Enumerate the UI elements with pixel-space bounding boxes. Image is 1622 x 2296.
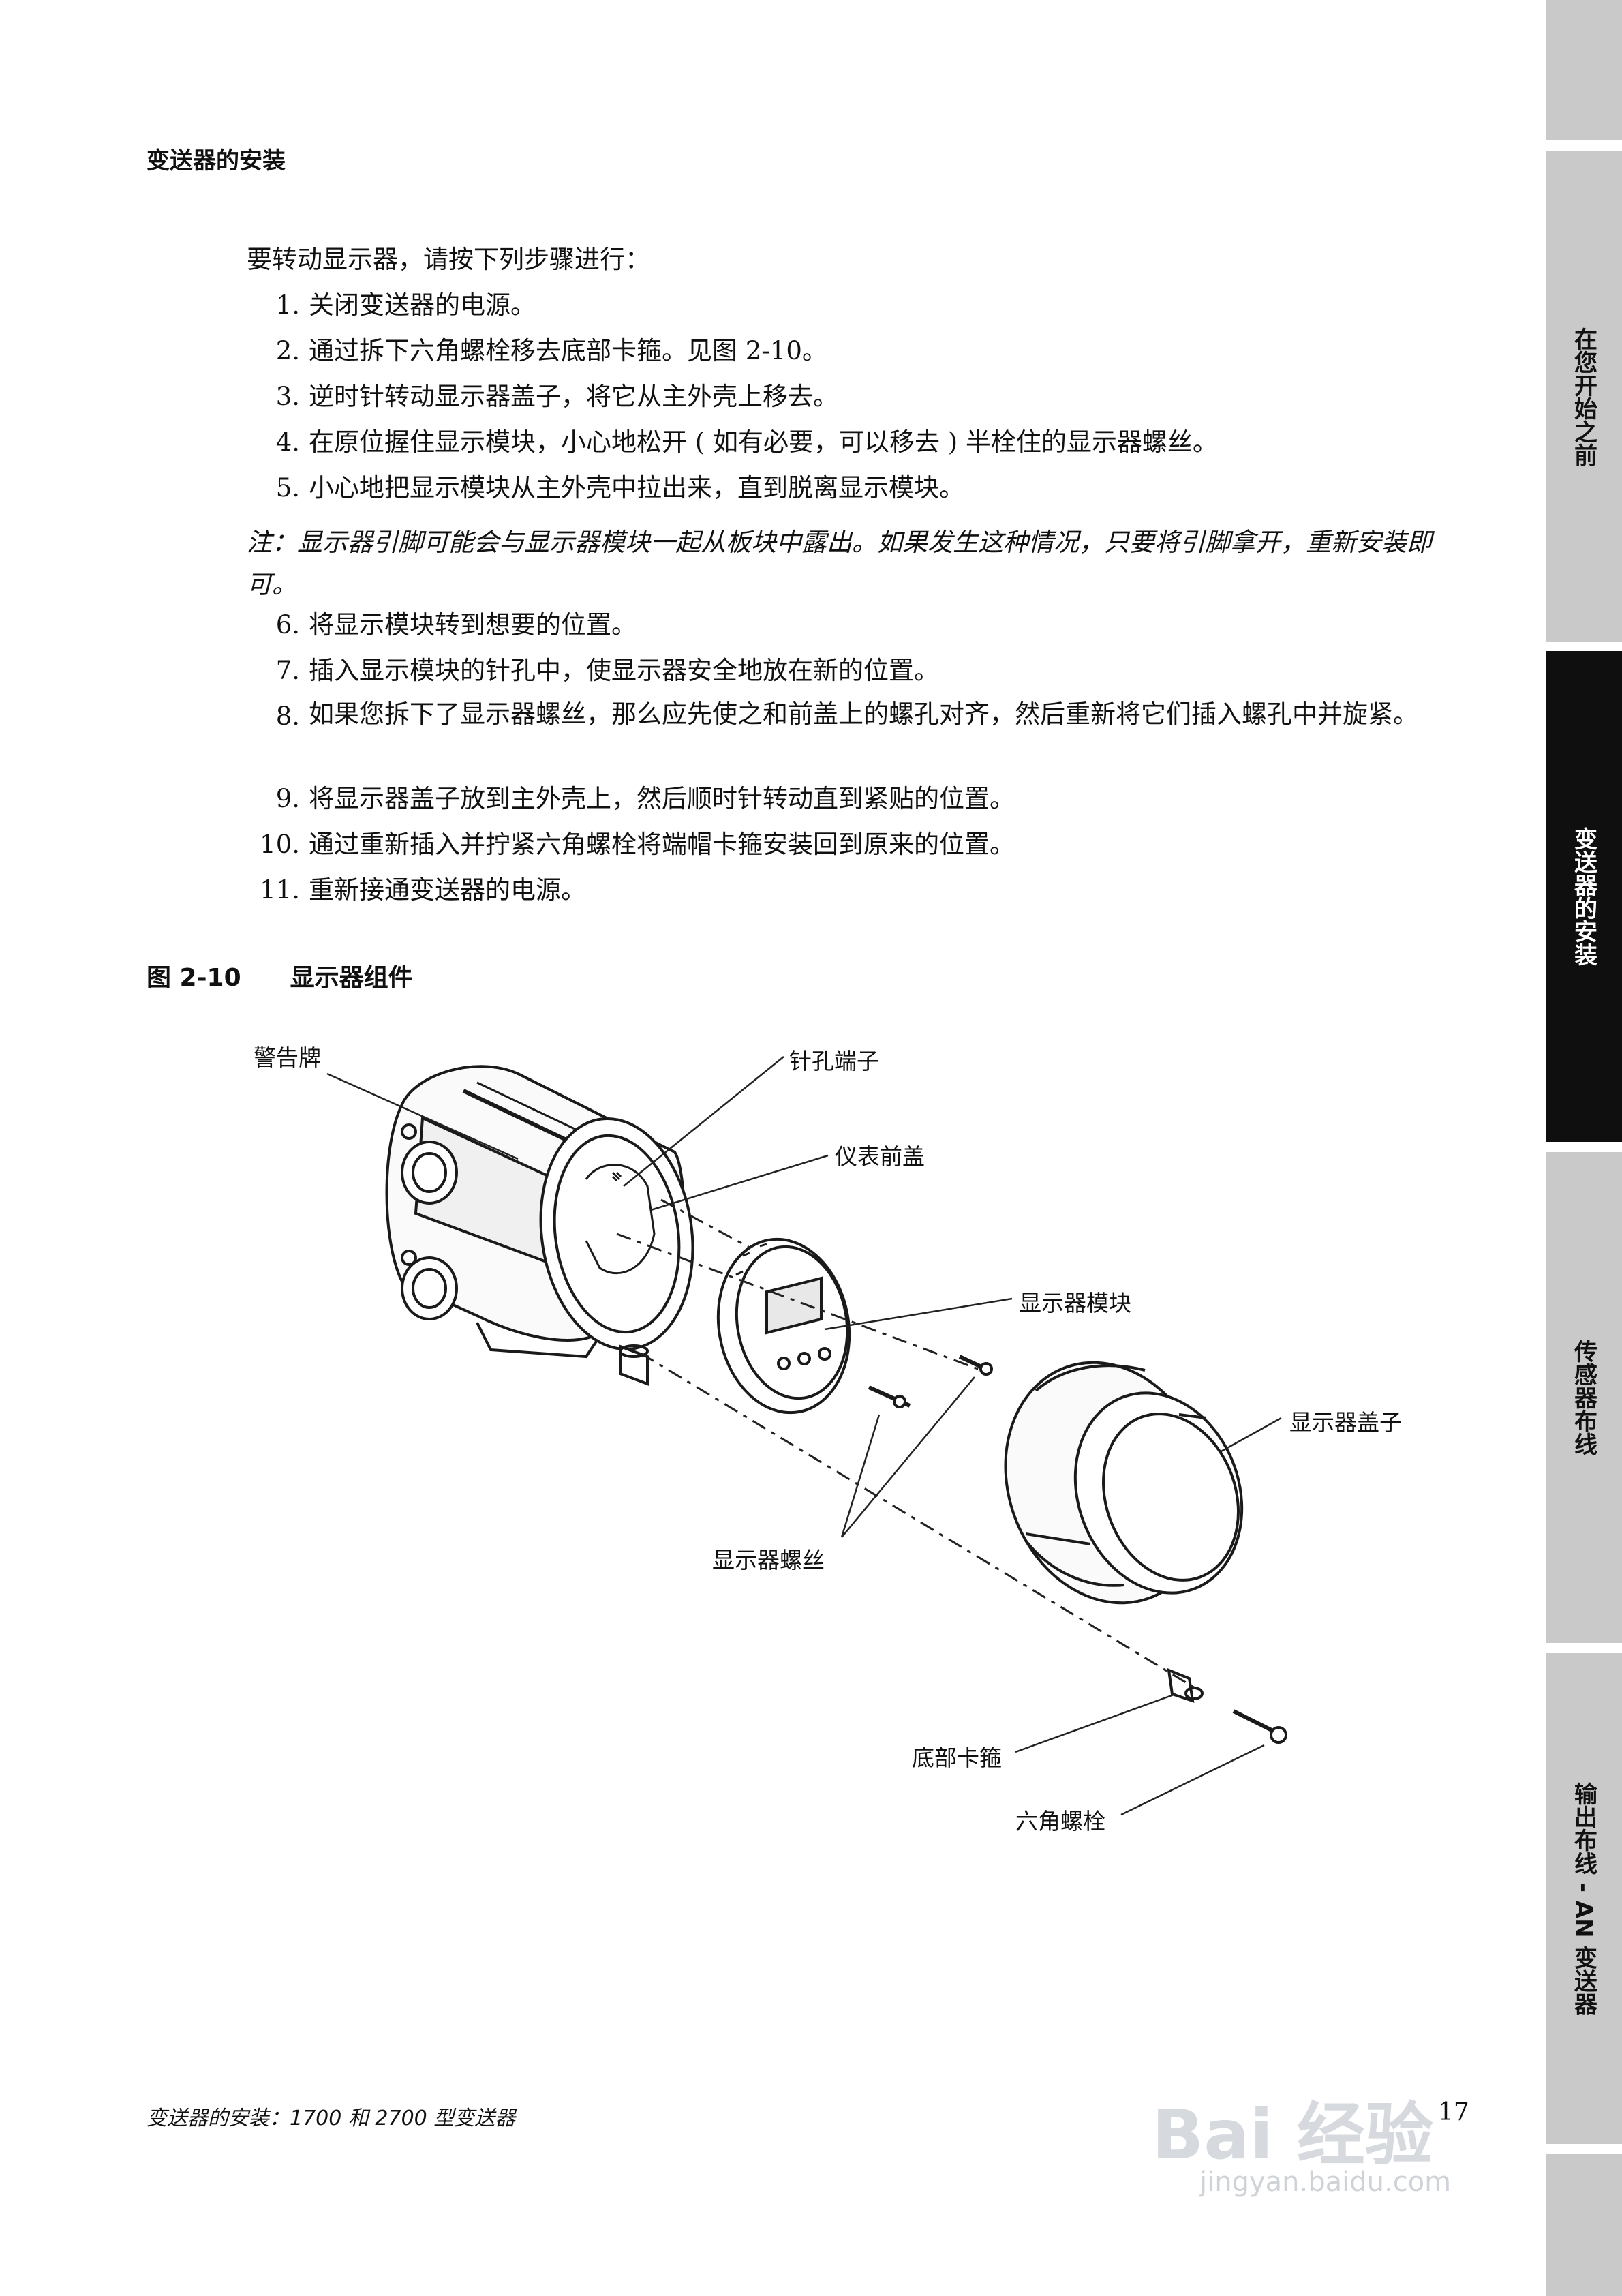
callout-pin-terminal: 针孔端子	[789, 1048, 879, 1074]
assembly-axis-lines	[616, 1198, 1200, 1692]
callout-display-screws: 显示器螺丝	[712, 1547, 825, 1573]
step-number: 6.	[275, 610, 300, 639]
display-screws-drawing	[868, 1355, 993, 1408]
intro-text: 要转动显示器，请按下列步骤进行：	[247, 245, 650, 274]
baidu-watermark: Bai 经验	[1152, 2095, 1433, 2175]
callout-display-cap: 显示器盖子	[1289, 1409, 1402, 1436]
side-tab-sensor-wiring[interactable]: 传感器布线	[1546, 1152, 1622, 1643]
note-text: 注：显示器引脚可能会与显示器模块一起从板块中露出。如果发生这种情况，只要将引脚拿…	[247, 528, 1432, 599]
callout-front-cover: 仪表前盖	[835, 1143, 925, 1170]
side-tab-blank-bottom[interactable]	[1546, 2154, 1622, 2296]
step-text: 将显示模块转到想要的位置。	[309, 610, 637, 639]
step-number: 5.	[275, 473, 300, 502]
step-number: 1.	[275, 290, 300, 320]
step-number: 3.	[275, 382, 300, 411]
baidu-watermark-url: jingyan.baidu.com	[1199, 2166, 1452, 2198]
side-tab-transmitter-installation[interactable]: 变送器的安装	[1546, 651, 1622, 1142]
side-tab-label: 在您开始之前	[1570, 327, 1597, 466]
side-tab-label: 传感器布线	[1570, 1340, 1597, 1455]
side-tab-before-you-begin[interactable]: 在您开始之前	[1546, 151, 1622, 642]
step-number: 7.	[275, 656, 300, 685]
callout-hex-bolt: 六角螺栓	[1015, 1808, 1105, 1834]
step-text: 关闭变送器的电源。	[309, 290, 536, 320]
side-tab-label: 输出布线 - AN 变送器	[1570, 1781, 1597, 2016]
footer-text: 变送器的安装：1700 和 2700 型变送器	[147, 2106, 516, 2130]
page-number: 17	[1438, 2098, 1469, 2126]
callout-bottom-clamp: 底部卡箍	[912, 1744, 1002, 1771]
step-text: 将显示器盖子放到主外壳上，然后顺时针转动直到紧贴的位置。	[309, 784, 1015, 813]
display-module-drawing	[716, 1237, 851, 1415]
step-text: 通过拆下六角螺栓移去底部卡箍。见图 2-10。	[309, 336, 827, 365]
step-number: 10.	[260, 830, 300, 859]
step-text: 通过重新插入并拧紧六角螺栓将端帽卡箍安装回到原来的位置。	[309, 830, 1015, 859]
display-assembly-drawing	[326, 1056, 1287, 1816]
step-number: 8.	[275, 701, 300, 731]
step-number: 11.	[260, 875, 300, 905]
figure-number: 图 2-10	[147, 964, 241, 992]
side-tab-label: 变送器的安装	[1570, 827, 1597, 966]
step-text: 如果您拆下了显示器螺丝，那么应先使之和前盖上的螺孔对齐，然后重新将它们插入螺孔中…	[309, 699, 1418, 729]
step-text: 插入显示模块的针孔中，使显示器安全地放在新的位置。	[309, 656, 939, 685]
step-number: 9.	[275, 784, 300, 813]
spacer-post	[619, 1344, 649, 1386]
step-text: 逆时针转动显示器盖子，将它从主外壳上移去。	[309, 382, 838, 411]
side-tab-output-wiring[interactable]: 输出布线 - AN 变送器	[1546, 1653, 1622, 2144]
display-cap-drawing	[1004, 1361, 1244, 1605]
figure-title: 显示器组件	[290, 964, 413, 992]
callout-display-module: 显示器模块	[1019, 1290, 1131, 1316]
step-number: 2.	[275, 336, 300, 365]
step-text: 在原位握住显示模块，小心地松开 ( 如有必要，可以移去 ) 半栓住的显示器螺丝。	[309, 427, 1218, 457]
step-text: 小心地把显示模块从主外壳中拉出来，直到脱离显示模块。	[309, 473, 964, 502]
callout-warning-plate: 警告牌	[254, 1044, 321, 1071]
hex-bolt-drawing	[1232, 1709, 1287, 1744]
step-number: 4.	[275, 427, 300, 457]
callout-leader-lines	[326, 1056, 1282, 1816]
figure-caption: 图 2-10 显示器组件	[147, 958, 413, 993]
step-text: 重新接通变送器的电源。	[309, 875, 586, 905]
running-header: 变送器的安装	[147, 147, 286, 175]
side-tab-blank-top[interactable]	[1546, 0, 1622, 140]
